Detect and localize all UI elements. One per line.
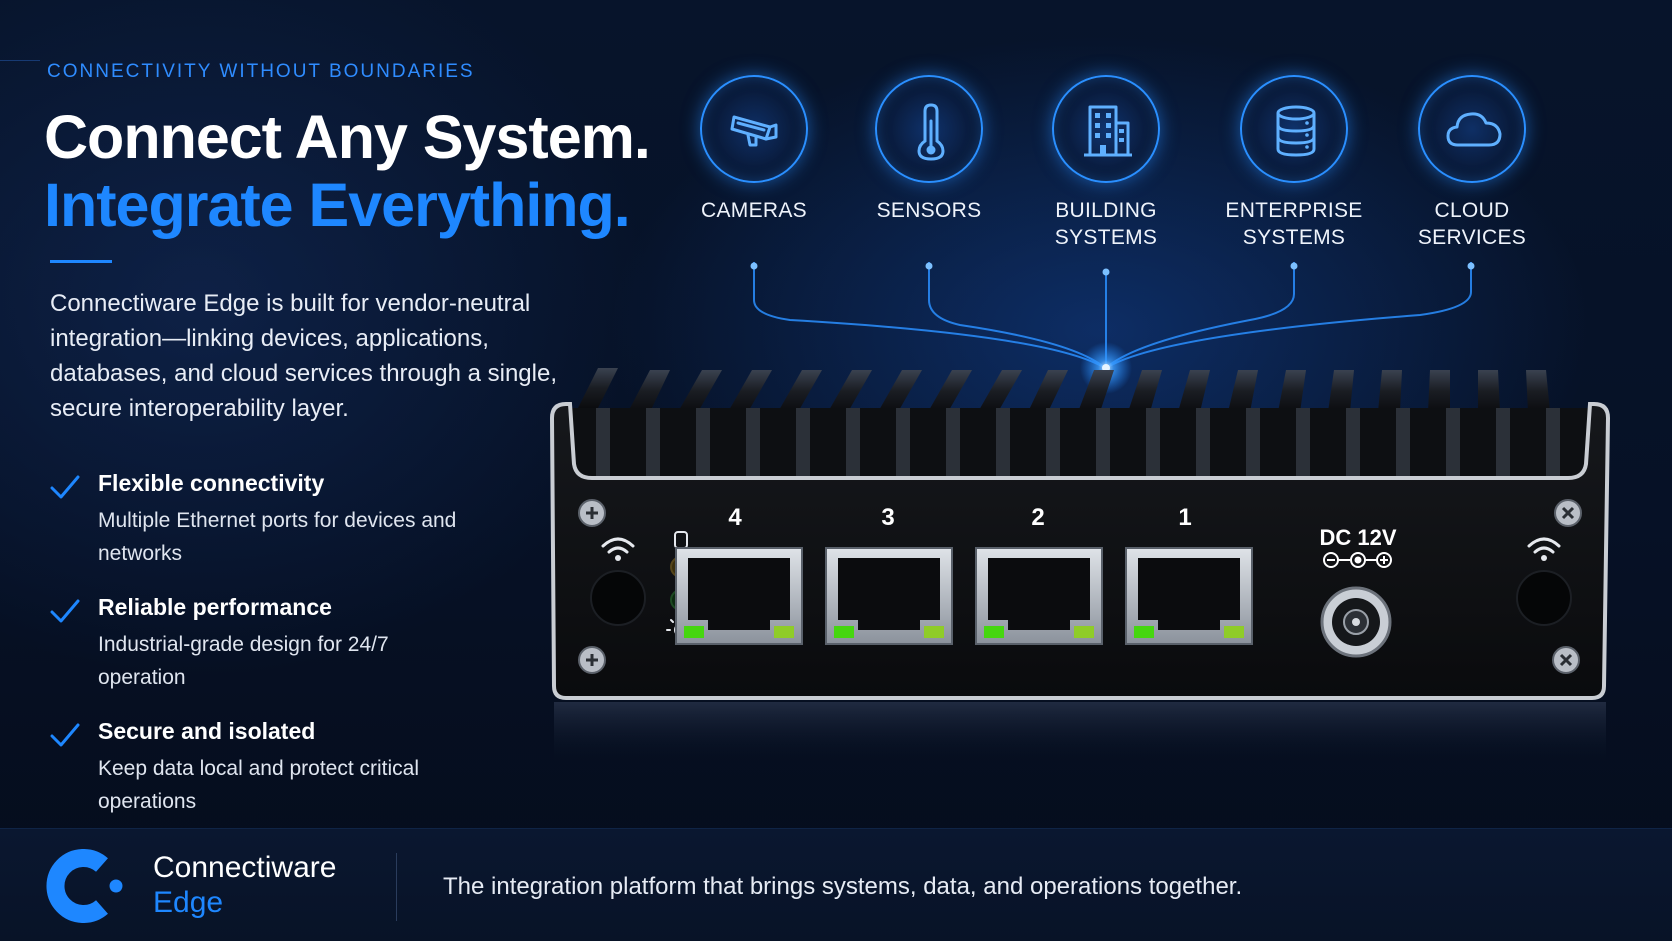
ethernet-port[interactable]: [825, 547, 953, 645]
port-number: 2: [1031, 504, 1044, 531]
headline-secondary: Integrate Everything.: [44, 171, 631, 239]
database-icon: [1276, 105, 1316, 157]
polarity-icon: [1323, 552, 1392, 568]
feature-item: Flexible connectivity Multiple Ethernet …: [50, 470, 530, 594]
power-jack[interactable]: [1320, 586, 1392, 658]
feature-item: Secure and isolated Keep data local and …: [50, 718, 530, 842]
check-icon: [50, 723, 80, 747]
ethernet-port[interactable]: [1125, 547, 1253, 645]
intro-paragraph: Connectiware Edge is built for vendor-ne…: [50, 290, 557, 422]
feature-description: Industrial-grade design for 24/7 operati…: [98, 633, 389, 689]
headline-primary: Connect Any System.: [44, 103, 651, 171]
system-sensors: SENSORS: [844, 75, 1014, 224]
icon-circle: [1240, 75, 1348, 183]
system-cameras: CAMERAS: [669, 75, 839, 224]
system-label: SENSORS: [876, 199, 982, 222]
system-building: BUILDING SYSTEMS: [1021, 75, 1191, 251]
check-icon: [50, 599, 80, 623]
footer-divider: [396, 853, 397, 921]
icon-circle: [1418, 75, 1526, 183]
system-label: BUILDING SYSTEMS: [1054, 199, 1158, 249]
wifi-icon: [1527, 537, 1561, 554]
feature-description: Keep data local and protect critical ope…: [98, 757, 420, 813]
power-label: DC 12V: [1319, 525, 1396, 550]
security-camera-icon: [730, 115, 778, 147]
system-enterprise: ENTERPRISE SYSTEMS: [1209, 75, 1379, 251]
accent-rule: [50, 260, 112, 263]
check-icon: [50, 475, 80, 499]
feature-title: Flexible connectivity: [98, 470, 325, 496]
connectiware-logo-icon: [46, 849, 123, 923]
feature-item: Reliable performance Industrial-grade de…: [50, 594, 530, 718]
brand-name: Connectiware: [153, 851, 337, 884]
feature-title: Secure and isolated: [98, 718, 316, 744]
icon-circle: [875, 75, 983, 183]
system-label: CLOUD SERVICES: [1417, 199, 1527, 249]
tagline: The integration platform that brings sys…: [443, 873, 1243, 900]
edge-device: 4 3 2 1: [548, 368, 1612, 768]
feature-list: Flexible connectivity Multiple Ethernet …: [50, 470, 530, 842]
port-number: 3: [881, 504, 894, 531]
system-label: CAMERAS: [701, 199, 807, 222]
eyebrow-text: CONNECTIVITY WITHOUT BOUNDARIES: [47, 61, 475, 82]
brand-product: Edge: [153, 886, 224, 919]
device-illustration: 4 3 2 1: [549, 368, 1611, 764]
thermometer-icon: [917, 103, 945, 161]
building-icon: [1084, 105, 1132, 157]
eyebrow-rule: [0, 60, 40, 61]
system-label: ENTERPRISE SYSTEMS: [1225, 199, 1363, 249]
feature-description: Multiple Ethernet ports for devices and …: [98, 509, 457, 565]
icon-circle: [700, 75, 808, 183]
ethernet-port[interactable]: [675, 547, 803, 645]
ethernet-port[interactable]: [975, 547, 1103, 645]
wifi-icon: [601, 537, 635, 554]
icon-circle: [1052, 75, 1160, 183]
footer-bar: Connectiware Edge The integration platfo…: [0, 828, 1672, 941]
system-cloud: CLOUD SERVICES: [1387, 75, 1557, 251]
cloud-icon: [1446, 112, 1502, 147]
port-number: 4: [728, 504, 742, 531]
feature-title: Reliable performance: [98, 594, 332, 620]
port-number: 1: [1178, 504, 1191, 531]
